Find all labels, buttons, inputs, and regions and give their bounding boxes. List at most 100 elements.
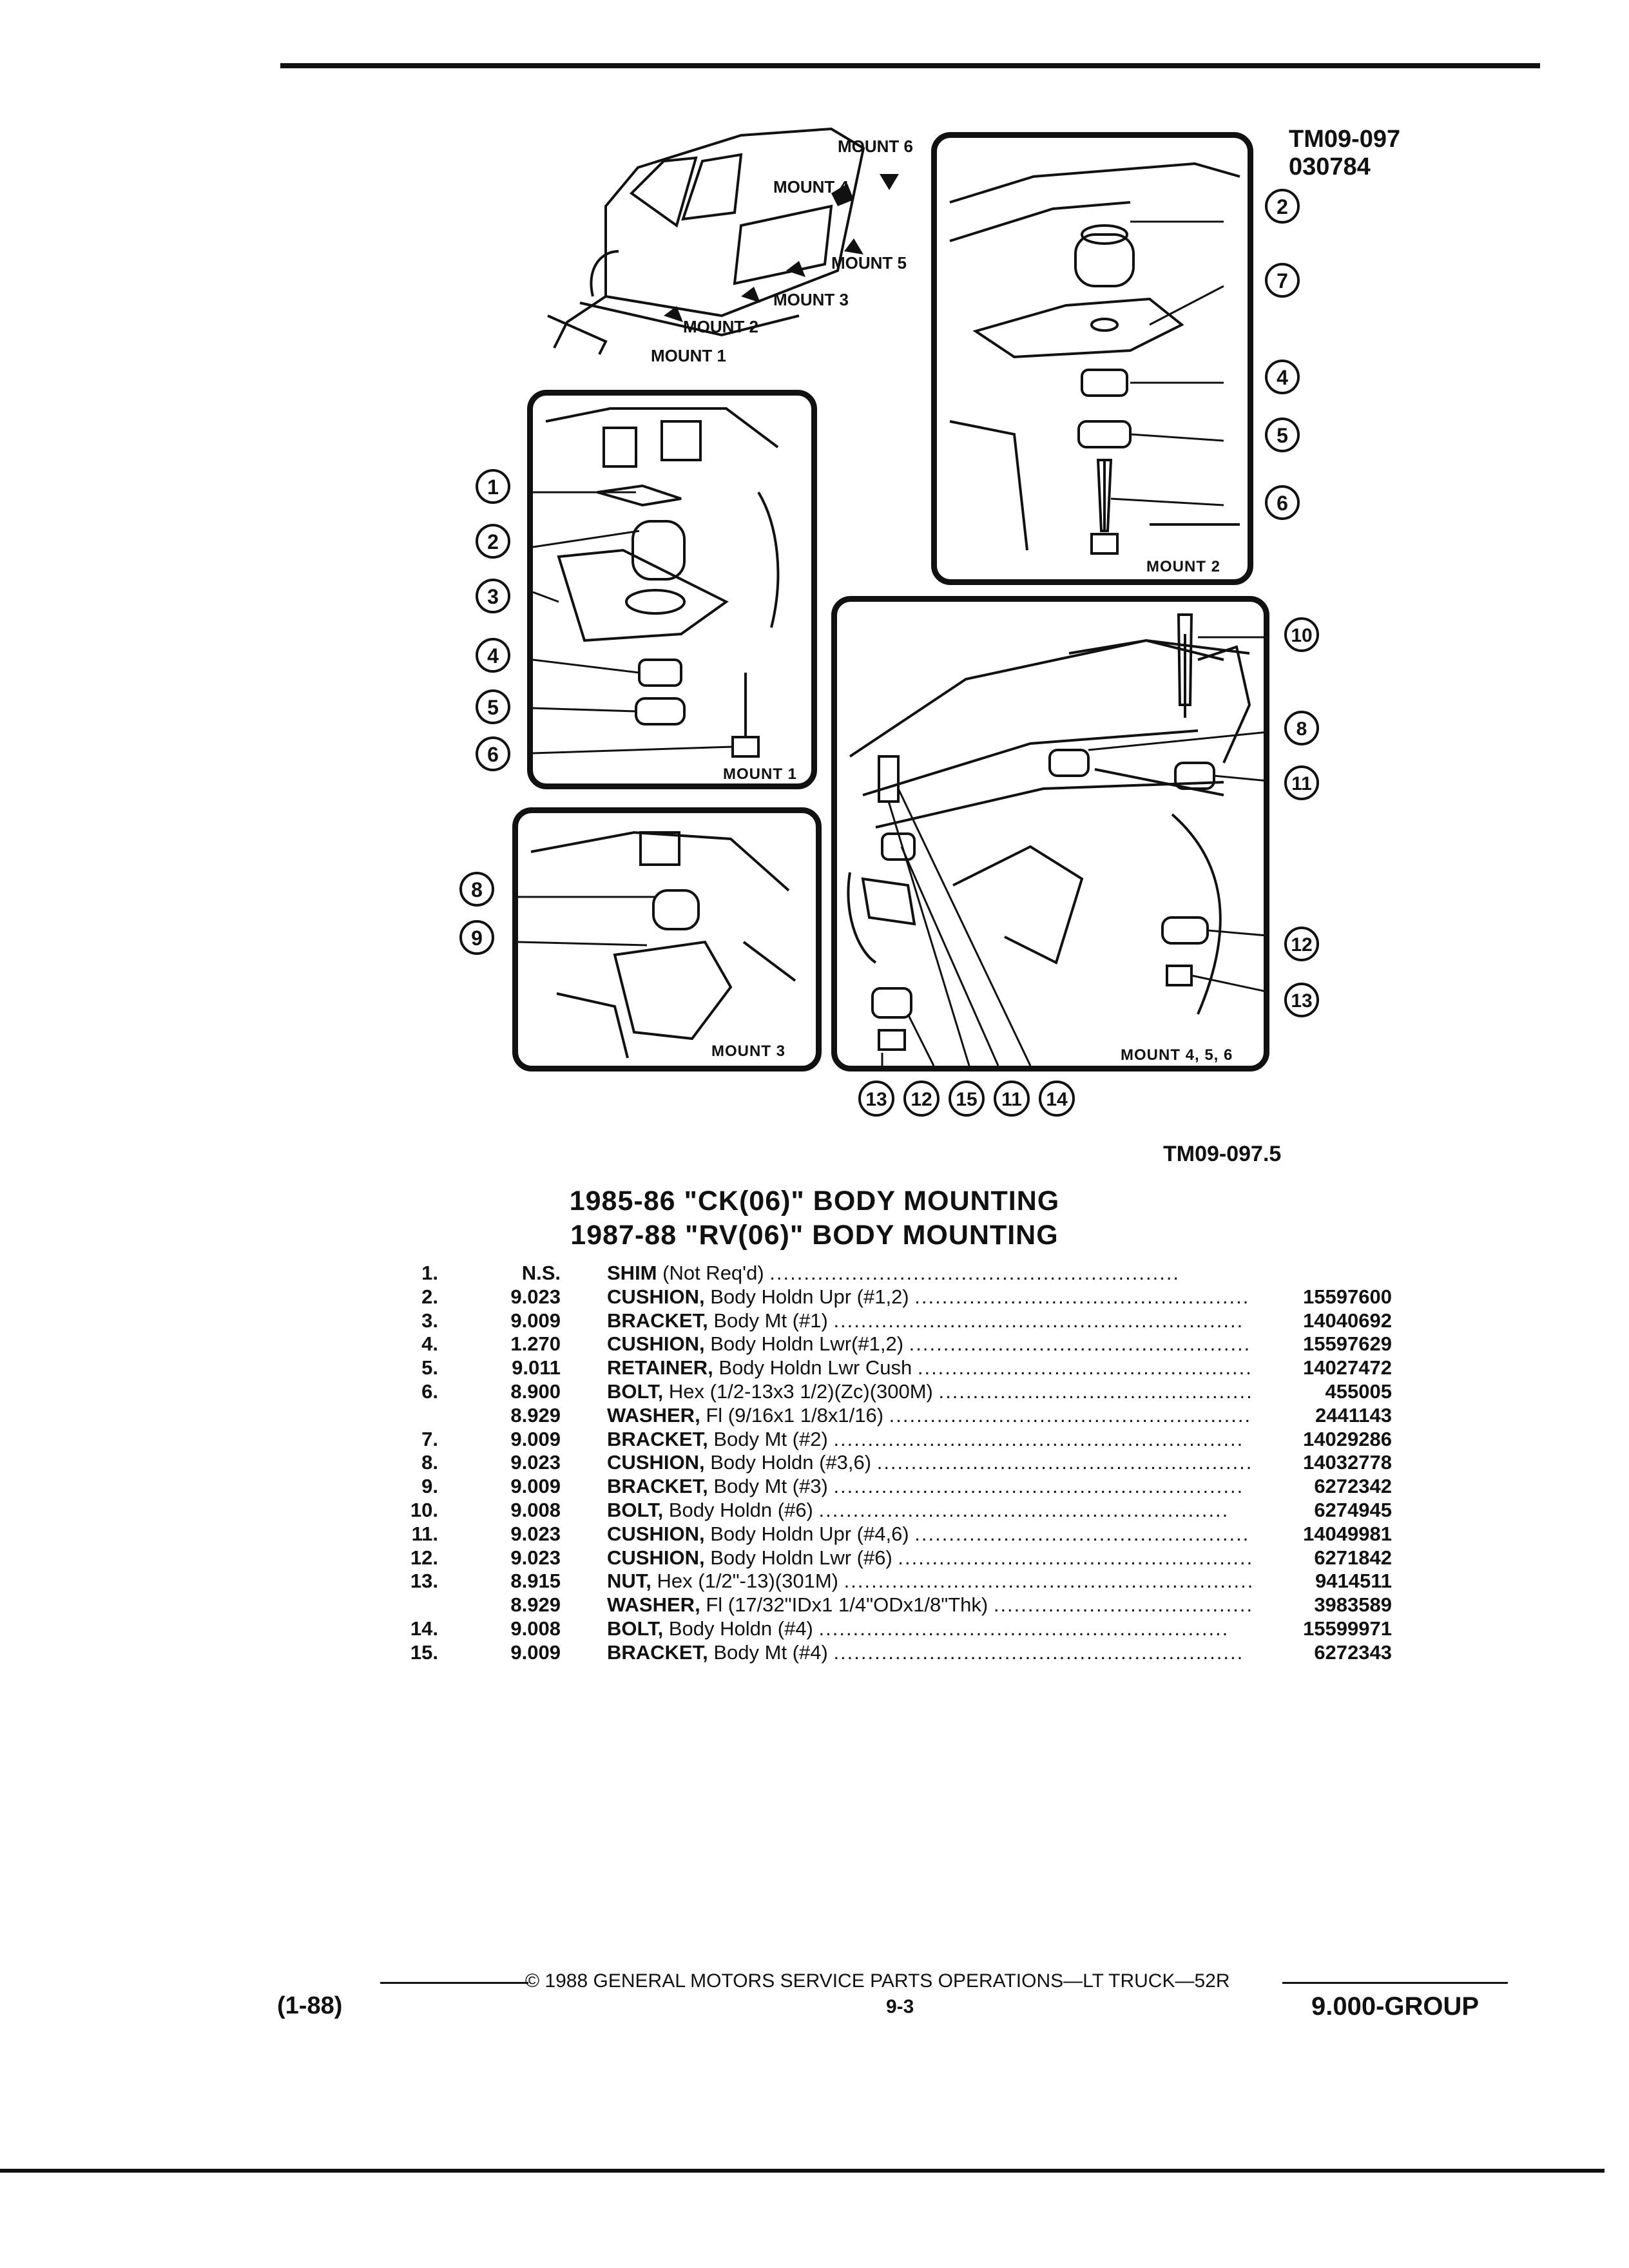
part-detail: Body Holdn (#4) xyxy=(668,1617,813,1640)
part-detail: Body Holdn Lwr Cush xyxy=(718,1356,912,1379)
callout-m456-r-e: 13 xyxy=(1291,990,1312,1012)
leader-dots: ........................................… xyxy=(833,1309,1244,1332)
part-name: BOLT, xyxy=(607,1379,664,1403)
leader-dots: ........................................… xyxy=(833,1475,1244,1498)
part-group-number: 9.023 xyxy=(510,1451,561,1474)
overview-label-mount6: MOUNT 6 xyxy=(838,137,913,156)
footer-page: 9-3 xyxy=(886,1996,914,2017)
leader-dots: ........................................… xyxy=(833,1427,1244,1450)
part-detail: Body Holdn Lwr(#1,2) xyxy=(710,1332,904,1356)
part-description: RETAINER, Body Holdn Lwr Cush ..........… xyxy=(607,1356,1251,1379)
overview-label-mount5: MOUNT 5 xyxy=(831,253,907,273)
part-group-number: 9.008 xyxy=(510,1498,561,1521)
part-group-number: 9.009 xyxy=(510,1640,561,1664)
leader-dots: ........................................… xyxy=(938,1379,1251,1403)
part-detail: Body Holdn Upr (#4,6) xyxy=(710,1522,909,1545)
part-detail: Body Holdn Lwr (#6) xyxy=(710,1546,892,1569)
part-number: 6271842 xyxy=(1314,1546,1392,1569)
part-detail: Fl (17/32"IDx1 1/4"ODx1/8"Thk) xyxy=(706,1593,988,1617)
panel-label-mount3: MOUNT 3 xyxy=(711,1043,786,1060)
mount456-right-callouts: 10 8 11 12 13 xyxy=(1284,617,1319,1017)
callout-m456-r-b: 8 xyxy=(1296,718,1307,740)
mount1-drawing xyxy=(532,407,780,758)
part-description: CUSHION, Body Holdn Lwr(#1,2) ..........… xyxy=(607,1332,1251,1356)
truck-overview-illustration xyxy=(528,122,941,367)
callout-m456-r-d: 12 xyxy=(1291,934,1312,956)
part-group-number: 9.009 xyxy=(510,1309,561,1332)
panel-label-mount2: MOUNT 2 xyxy=(1146,558,1220,575)
part-group-number: 9.023 xyxy=(510,1522,561,1545)
part-group-number: 8.929 xyxy=(510,1593,561,1617)
part-index: 4. xyxy=(421,1332,438,1356)
part-detail: Body Holdn Upr (#1,2) xyxy=(710,1285,909,1308)
part-group-number: 9.009 xyxy=(510,1475,561,1498)
bottom-rule xyxy=(0,2169,1605,2173)
part-name: CUSHION, xyxy=(607,1451,705,1474)
part-group-number: 8.915 xyxy=(510,1570,561,1593)
part-detail: Fl (9/16x1 1/8x1/16) xyxy=(706,1403,884,1427)
leader-dots: ........................................… xyxy=(917,1356,1251,1379)
part-description: BOLT, Hex (1/2-13x3 1/2)(Zc)(300M) .....… xyxy=(607,1380,1251,1403)
part-group-number: 8.900 xyxy=(510,1379,561,1403)
leader-dots: ........................................… xyxy=(833,1640,1244,1664)
part-name: NUT, xyxy=(607,1570,651,1593)
part-description: CUSHION, Body Holdn Lwr (#6) ...........… xyxy=(607,1546,1251,1570)
panel-mount1: MOUNT 1 xyxy=(527,390,817,789)
part-number: 6274945 xyxy=(1314,1498,1392,1521)
part-index: 3. xyxy=(421,1309,438,1332)
part-description: BOLT, Body Holdn (#4) ..................… xyxy=(607,1617,1251,1640)
top-rule xyxy=(280,63,1540,68)
part-group-number: 9.011 xyxy=(512,1356,561,1379)
mount456-bottom-callouts: 13 12 15 11 14 xyxy=(858,1081,1075,1117)
part-index: 6. xyxy=(421,1379,438,1403)
parts-list: 1.N.S.SHIM (Not Req'd) .................… xyxy=(361,1262,1392,1665)
leader-dots: ........................................… xyxy=(889,1403,1251,1427)
part-description: SHIM (Not Req'd) .......................… xyxy=(607,1262,1251,1285)
truck-overview-drawing xyxy=(547,127,899,355)
callout-m1-a: 1 xyxy=(487,476,499,499)
part-number: 6272343 xyxy=(1314,1640,1392,1664)
part-description: CUSHION, Body Holdn Upr (#1,2) .........… xyxy=(607,1285,1251,1309)
part-detail: (Not Req'd) xyxy=(662,1262,764,1284)
part-name: WASHER, xyxy=(607,1403,700,1427)
overview-label-mount1: MOUNT 1 xyxy=(651,346,726,365)
parts-row: 8.929 WASHER, Fl (17/32"IDx1 1/4"ODx1/8"T… xyxy=(361,1593,1392,1617)
footer-copyright: © 1988 GENERAL MOTORS SERVICE PARTS OPER… xyxy=(525,1970,1230,1992)
part-index: 1. xyxy=(421,1262,438,1284)
leader-dots: ........................................… xyxy=(993,1593,1251,1617)
mount1-callouts: 1 2 3 4 5 6 xyxy=(476,469,510,771)
part-detail: Hex (1/2-13x3 1/2)(Zc)(300M) xyxy=(668,1379,933,1403)
mount3-drawing xyxy=(517,831,796,1059)
part-detail: Hex (1/2"-13)(301M) xyxy=(657,1570,838,1593)
callout-m1-e: 5 xyxy=(487,696,499,719)
part-group-number: 9.009 xyxy=(510,1427,561,1450)
callout-m1-f: 6 xyxy=(487,743,499,766)
callout-m3-a: 8 xyxy=(471,878,483,901)
callout-m456-b-b: 12 xyxy=(911,1089,932,1110)
part-number: 14027472 xyxy=(1303,1356,1392,1379)
leader-dots: ........................................… xyxy=(876,1451,1251,1474)
part-group-number: 9.023 xyxy=(510,1285,561,1308)
callout-m3-b: 9 xyxy=(471,927,483,950)
leader-dots: ........................................… xyxy=(914,1285,1251,1308)
callout-m2-b: 7 xyxy=(1277,269,1288,293)
part-description: BRACKET, Body Mt (#4) ..................… xyxy=(607,1641,1251,1664)
part-name: WASHER, xyxy=(607,1593,700,1617)
panel-label-mount456: MOUNT 4, 5, 6 xyxy=(1121,1046,1233,1064)
part-detail: Body Mt (#3) xyxy=(713,1475,828,1498)
part-index: 13. xyxy=(410,1570,438,1593)
part-name: SHIM xyxy=(607,1262,657,1284)
panel-mount3: MOUNT 3 xyxy=(512,807,822,1072)
part-number: 2441143 xyxy=(1315,1403,1392,1427)
part-number: 15597629 xyxy=(1303,1332,1392,1356)
mount456-drawing xyxy=(847,613,1282,1066)
part-detail: Body Holdn (#3,6) xyxy=(710,1451,872,1474)
leader-dots: ........................................… xyxy=(909,1332,1251,1356)
callout-m2-d: 5 xyxy=(1277,424,1288,447)
